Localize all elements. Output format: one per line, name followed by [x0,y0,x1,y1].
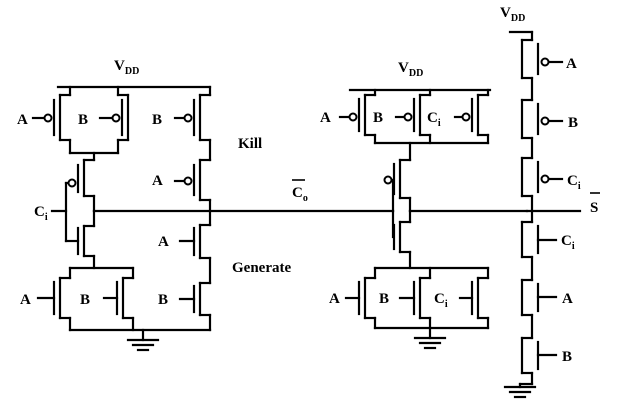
gate-label-b-pd0: B [80,292,90,308]
vdd-label-main: VDD [114,58,139,77]
pmos-b-right: B [152,85,212,162]
gate-label-b-pu1: B [78,112,88,128]
gate-label-ci-out-pd: Ci [561,233,575,252]
sum-pmos-a: A [320,88,377,145]
sum-pmos-b: B [373,88,432,145]
pmos-ci [64,151,96,213]
out-pmos-a: A [520,38,577,102]
generate-label: Generate [232,260,291,276]
pmos-a-left: A [17,85,72,155]
out-pmos-ci: Ci [520,156,581,213]
sum-nmos-co [391,209,412,270]
carry-stage: VDD A B [17,58,291,352]
vdd-label-right: VDD [500,5,525,24]
gate-label-a-sum-pd: A [329,291,340,307]
sum-nmos-ci: Ci [434,266,490,330]
sum-pmos-ci: Ci [427,88,490,145]
pmos-a-right: A [152,158,212,227]
gate-label-a-pd1: A [158,234,169,250]
gate-label-a-out-pu: A [566,56,577,72]
sum-stage: VDD A B [320,60,529,350]
sum-nmos-a: A [329,266,377,330]
vdd-label-mid: VDD [398,60,423,79]
ground-symbol-right [503,382,537,399]
gate-label-ci-left: Ci [34,204,48,223]
gate-label-a-pu2: A [152,173,163,189]
output-stack: VDD A B [500,5,600,399]
gate-label-b-out-pu: B [568,115,578,131]
carry-out-net: Co [92,179,395,213]
out-nmos-a: A [520,278,573,340]
gate-label-b-sum-pu: B [373,110,383,126]
gate-label-b-out-pd: B [562,349,572,365]
out-pmos-b: B [520,98,578,160]
gate-label-b-pu2: B [152,112,162,128]
nmos-a-right: A [158,223,212,285]
pmos-b-mid: B [78,85,130,155]
gate-label-ci-sum-pd: Ci [434,291,448,310]
ground-symbol-left [126,328,160,352]
gate-label-a-sum-pu: A [320,110,331,126]
out-nmos-b: B [520,336,572,386]
sum-nmos-b: B [379,266,432,330]
nmos-b-left: B [80,266,135,332]
gate-label-a-out-pd: A [562,291,573,307]
gate-label-a-pu1: A [17,112,28,128]
sum-pmos-co [383,141,412,213]
nmos-a-left: A [20,266,72,332]
carry-out-label: Co [292,185,308,204]
gate-label-b-sum-pd: B [379,291,389,307]
gate-label-ci-out-pu: Ci [567,173,581,192]
kill-label: Kill [238,136,262,152]
ground-symbol-mid [413,326,447,350]
gate-label-b-pd2: B [158,292,168,308]
sum-out-label: S [590,200,598,216]
out-nmos-ci: Ci [520,209,575,282]
gate-label-a-pd0: A [20,292,31,308]
nmos-ci [76,209,96,270]
nmos-b-right: B [158,281,212,332]
gate-label-ci-sum-pu: Ci [427,110,441,129]
